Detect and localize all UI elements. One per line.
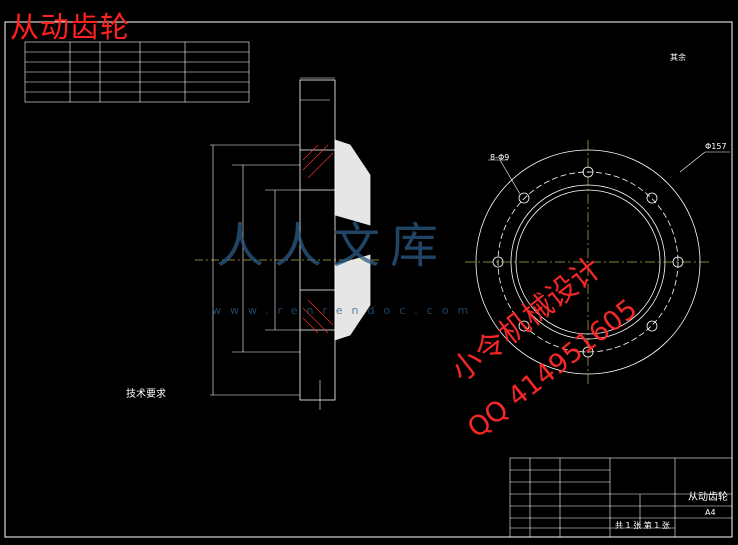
title-block-sheet: 共 1 张 第 1 张 bbox=[615, 521, 670, 530]
technical-notes: 技术要求 bbox=[76, 390, 166, 404]
title-block-scale: A4 bbox=[705, 508, 716, 517]
hole-callout: 8-Φ9 bbox=[490, 153, 510, 162]
gear-section-view bbox=[299, 79, 371, 401]
dimension-lines bbox=[210, 77, 335, 410]
hatch-top bbox=[302, 144, 334, 334]
bolt-holes bbox=[492, 166, 684, 358]
watermark-url: www.renrendoc.com bbox=[212, 304, 478, 317]
circle-dia-label: Φ157 bbox=[705, 142, 727, 151]
drawing-title: 从动齿轮 bbox=[10, 10, 131, 44]
center-lines bbox=[465, 140, 712, 384]
drawing-frame bbox=[4, 21, 733, 538]
title-block-part-name: 从动齿轮 bbox=[688, 492, 728, 503]
params-table bbox=[24, 41, 250, 103]
leader-lines bbox=[488, 151, 730, 195]
watermark-site: 人人文库 bbox=[216, 218, 449, 274]
title-block bbox=[509, 457, 733, 538]
notes-heading: 技术要求 bbox=[126, 389, 166, 400]
roughness-note: 其余 bbox=[670, 53, 686, 62]
